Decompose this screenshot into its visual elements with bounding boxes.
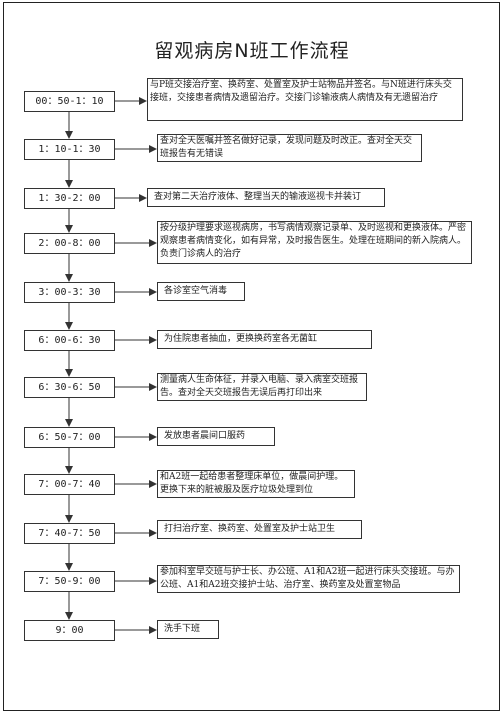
time-box-10: 7：40-7：50: [24, 523, 115, 544]
time-box-1: 00：50-1：10: [24, 91, 115, 112]
time-box-3: 1：30-2：00: [24, 188, 115, 209]
time-box-12: 9：00: [24, 620, 115, 641]
time-box-11: 7：50-9：00: [24, 571, 115, 592]
step-desc-2: 查对全天医嘱并签名做好记录，发现问题及时改正。查对全天交班报告有无错误: [157, 134, 422, 162]
step-desc-8: 发放患者晨间口服药: [157, 427, 275, 446]
step-desc-10: 打扫治疗室、换药室、处置室及护士站卫生: [157, 520, 362, 539]
time-box-7: 6：30-6：50: [24, 377, 115, 398]
page-border: [3, 2, 500, 711]
step-desc-5: 各诊室空气消毒: [157, 282, 245, 301]
step-desc-9: 和A2班一起给患者整理床单位，做晨间护理。更换下来的脏被服及医疗垃圾处理到位: [157, 470, 355, 498]
step-desc-1: 与P班交接治疗室、换药室、处置室及护士站物品并签名。与N班进行床头交接班，交接患…: [147, 78, 463, 121]
time-box-6: 6：00-6：30: [24, 330, 115, 351]
step-desc-4: 按分级护理要求巡视病房，书写病情观察记录单、及时巡视和更换液体。严密观察患者病情…: [157, 221, 472, 264]
step-desc-12: 洗手下班: [157, 620, 219, 639]
time-box-8: 6：50-7：00: [24, 427, 115, 448]
time-box-4: 2：00-8：00: [24, 233, 115, 254]
time-box-9: 7：00-7：40: [24, 474, 115, 495]
page-title: 留观病房N班工作流程: [154, 40, 350, 62]
step-desc-6: 为住院患者抽血，更换换药室各无菌缸: [157, 330, 372, 349]
time-box-5: 3：00-3：30: [24, 282, 115, 303]
step-desc-7: 测量病人生命体征，并录入电脑、录入病室交班报告。查对全天交班报告无误后再打印出来: [157, 373, 367, 401]
step-desc-11: 参加科室早交班与护士长、办公班、A1和A2班一起进行床头交接班。与办公班、A1和…: [157, 565, 460, 593]
step-desc-3: 查对第二天治疗液体、整理当天的输液巡视卡并装订: [147, 188, 385, 207]
time-box-2: 1：10-1：30: [24, 139, 115, 160]
